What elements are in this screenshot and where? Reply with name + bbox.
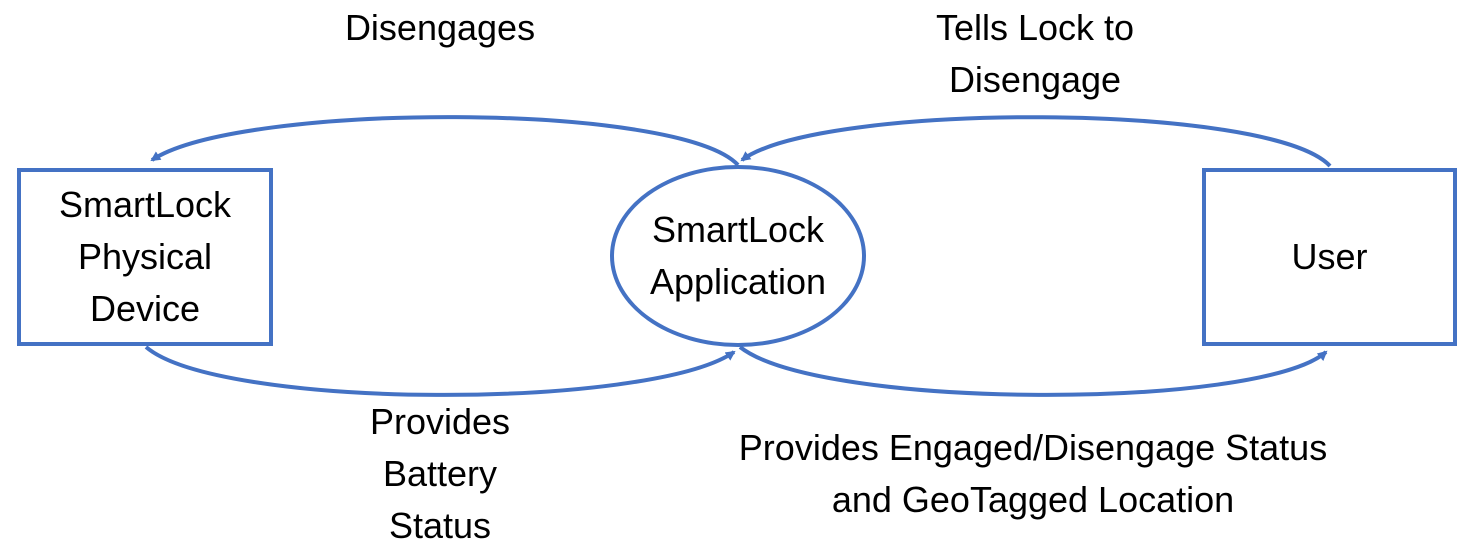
device-label-line-1: SmartLock [58,184,232,225]
tells-lock-label: Tells Lock to Disengage [880,2,1190,106]
user-node: User [1202,168,1457,346]
arrow-tells-lock-to-disengage [740,115,1332,168]
disengages-label-line-1: Disengages [344,7,536,48]
battery-status-label-line-1: Provides [369,401,511,442]
device-label-line-3: Device [89,288,201,329]
battery-status-label-line-2: Battery [382,453,498,494]
tells-lock-label-line-1: Tells Lock to [935,7,1135,48]
engaged-status-label: Provides Engaged/Disengage Status and Ge… [700,422,1366,526]
device-label-line-2: Physical [77,236,213,277]
battery-status-label-line-3: Status [388,505,492,546]
application-label-line-1: SmartLock [651,209,825,250]
smartlock-application-node: SmartLock Application [610,165,866,347]
arrow-disengages [150,115,740,167]
tells-lock-label-line-2: Disengage [948,59,1122,100]
arrow-provides-engaged-status [738,345,1328,397]
disengages-label: Disengages [300,2,580,54]
battery-status-label: Provides Battery Status [320,396,560,552]
engaged-status-label-line-2: and GeoTagged Location [831,479,1235,520]
arrow-provides-battery-status [144,345,736,397]
user-label: User [1291,236,1368,277]
application-label-line-2: Application [649,261,827,302]
smartlock-physical-device-node: SmartLock Physical Device [17,168,273,346]
engaged-status-label-line-1: Provides Engaged/Disengage Status [738,427,1328,468]
